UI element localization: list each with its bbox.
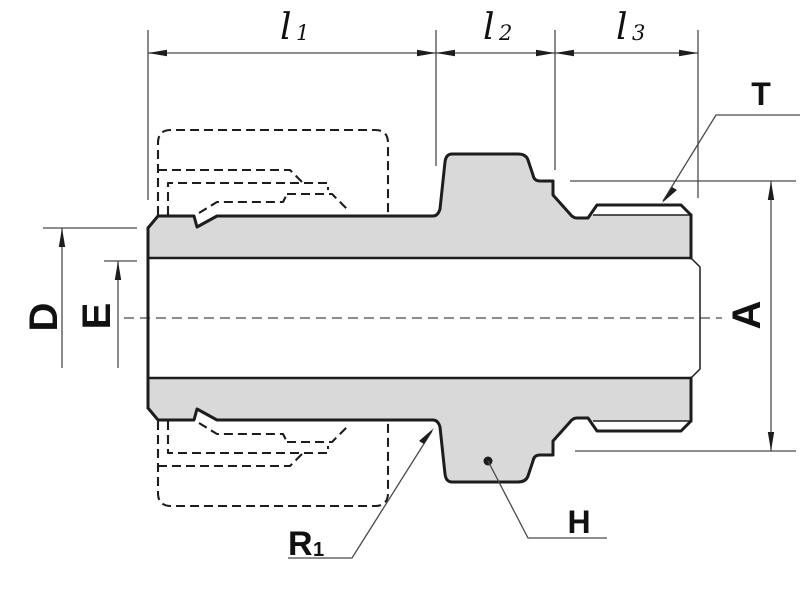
dimension-D: D: [22, 227, 137, 368]
arrowhead-A-top: [767, 181, 775, 200]
dimension-E: E: [75, 260, 137, 368]
phantom-sleeve-bottom-2: [198, 422, 288, 443]
arrowhead-R1: [419, 428, 434, 444]
leader-R1: R 1: [288, 428, 434, 563]
body-outline: [146, 152, 701, 484]
phantom-nut-top: [156, 128, 390, 215]
arrowhead-l1-right: [417, 49, 436, 57]
dim-label-R1-sub: 1: [313, 539, 324, 561]
arrowhead-A-bottom: [767, 432, 775, 451]
phantom-nut-top-inner-1: [158, 168, 303, 183]
leader-line-R1: [288, 430, 433, 559]
arrowhead-l2-right: [536, 49, 555, 57]
phantom-nut-bottom-inner-2: [166, 421, 330, 455]
phantom-nut-top-outline: [156, 128, 390, 215]
upper-profile: [146, 152, 693, 230]
dim-label-l1: l: [280, 7, 292, 48]
section-fill: [148, 154, 691, 482]
arrowhead-l2-left: [436, 49, 455, 57]
leader-line-H: [487, 460, 607, 539]
leader-H: H: [483, 456, 607, 540]
arrowhead-D: [58, 228, 66, 247]
lower-wall-fill: [148, 378, 691, 482]
arrowhead-l3-left: [555, 49, 574, 57]
dim-label-E: E: [75, 303, 119, 330]
dim-label-R1: R: [288, 525, 313, 563]
leader-line-T: [662, 114, 800, 202]
upper-wall-fill: [148, 154, 691, 258]
arrowhead-l3-right: [679, 49, 698, 57]
phantom-sleeve-top-2: [198, 193, 288, 214]
dim-label-l2: l: [483, 7, 495, 48]
arrowhead-T: [662, 187, 677, 203]
right-end-face: [690, 257, 701, 379]
dim-label-A: A: [725, 301, 769, 330]
phantom-sleeve-top-1: [287, 192, 348, 210]
dim-label-l1-sub: 1: [296, 21, 309, 45]
phantom-nut-bottom-inner-1: [158, 453, 303, 468]
arrowhead-E: [114, 261, 122, 280]
lower-profile: [146, 406, 693, 484]
phantom-nut-top-inner-2: [166, 181, 330, 215]
dimension-A: A: [570, 180, 796, 452]
dim-label-T: T: [751, 76, 771, 112]
dim-label-H: H: [567, 504, 590, 540]
phantom-sleeve-bottom-1: [287, 426, 348, 444]
dim-label-l3: l: [616, 7, 628, 48]
leader-T: T: [662, 76, 800, 203]
phantom-nut-bottom: [156, 421, 390, 508]
top-dimension-chain: l 1 l 2 l 3: [147, 7, 699, 200]
arrowhead-l1-left: [148, 49, 167, 57]
dim-label-l2-sub: 2: [498, 21, 512, 45]
phantom-nut-bottom-outline: [156, 421, 390, 508]
dim-label-l3-sub: 3: [632, 21, 645, 45]
dim-label-D: D: [22, 303, 66, 332]
